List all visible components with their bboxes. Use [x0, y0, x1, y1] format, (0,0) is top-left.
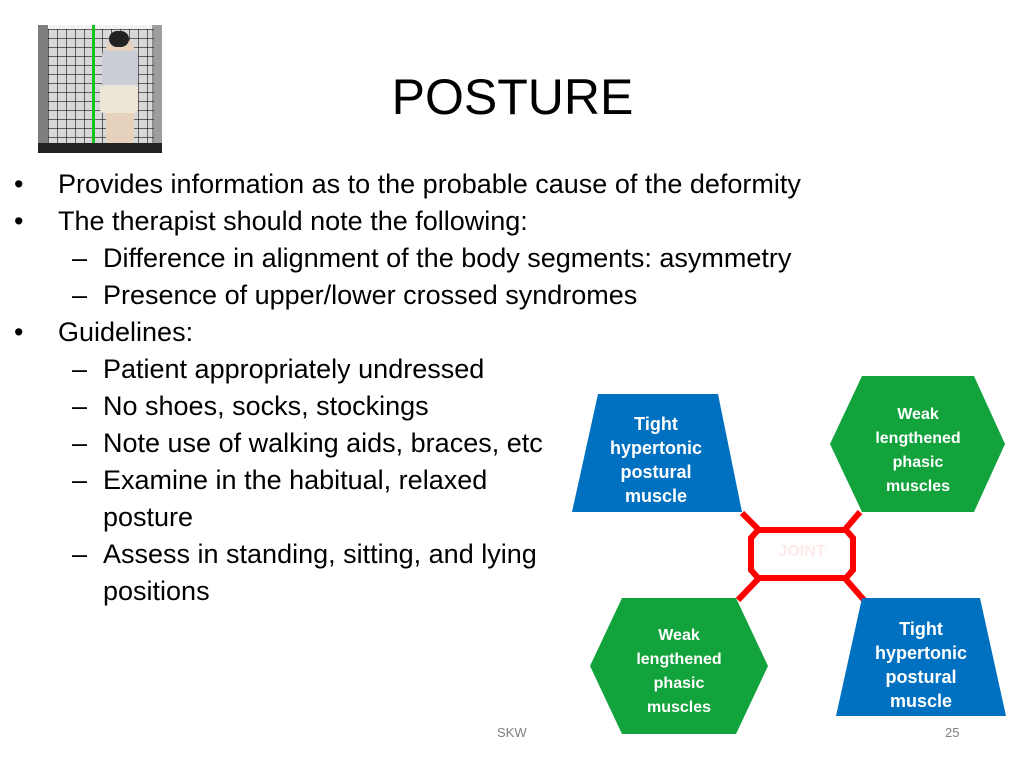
bullet-text: positions	[103, 576, 210, 606]
footer-text: SKW	[497, 725, 527, 740]
bullet-text: Guidelines:	[58, 317, 194, 347]
bullet-text: posture	[103, 502, 194, 532]
bullet-marker: –	[72, 280, 88, 310]
connector-bottom-left	[735, 572, 765, 603]
label-bottom-left: Weak lengthened phasic muscles	[636, 627, 722, 716]
label-bottom-right: Tight hypertonic postural muscle	[874, 619, 967, 711]
bullet-marker: –	[72, 539, 88, 569]
joint-shape	[748, 527, 856, 581]
bullet-text: Difference in alignment of the body segm…	[103, 243, 792, 273]
bullet-marker: •	[14, 317, 24, 347]
bullet-marker: •	[14, 169, 24, 199]
bullet-marker: –	[72, 428, 88, 458]
connector-top-right	[839, 510, 863, 535]
bullet-text: Patient appropriately undressed	[103, 354, 485, 384]
connector-top-left	[739, 510, 765, 536]
plumb-line	[92, 25, 95, 153]
bullet-text: Examine in the habitual, relaxed	[103, 465, 488, 495]
bullet-text: Assess in standing, sitting, and lying	[103, 539, 537, 569]
tight-muscle-shape-top-left	[572, 394, 742, 512]
bullet-text: The therapist should note the following:	[58, 206, 528, 236]
weak-muscle-shape-bottom-left	[590, 598, 768, 734]
page-number: 25	[945, 725, 960, 740]
bullet-text: Note use of walking aids, braces, etc	[103, 428, 543, 458]
tight-muscle-shape-bottom-right	[836, 598, 1006, 716]
posture-photo	[38, 25, 162, 153]
bullet-marker: •	[14, 206, 24, 236]
bullet-text: Provides information as to the probable …	[58, 169, 801, 199]
bullet-text: No shoes, socks, stockings	[103, 391, 429, 421]
bullet-marker: –	[72, 391, 88, 421]
joint-label: JOINT	[778, 543, 826, 560]
connector-bottom-right	[839, 573, 867, 602]
slide-title: POSTURE	[391, 69, 634, 125]
bullet-marker: –	[72, 465, 88, 495]
weak-muscle-shape-top-right	[830, 376, 1005, 512]
bullet-marker: –	[72, 243, 88, 273]
bullet-text: Presence of upper/lower crossed syndrome…	[103, 280, 638, 310]
bullet-marker: –	[72, 354, 88, 384]
label-top-right: Weak lengthened phasic muscles	[875, 406, 961, 495]
label-top-left: Tight hypertonic postural muscle	[609, 414, 702, 506]
